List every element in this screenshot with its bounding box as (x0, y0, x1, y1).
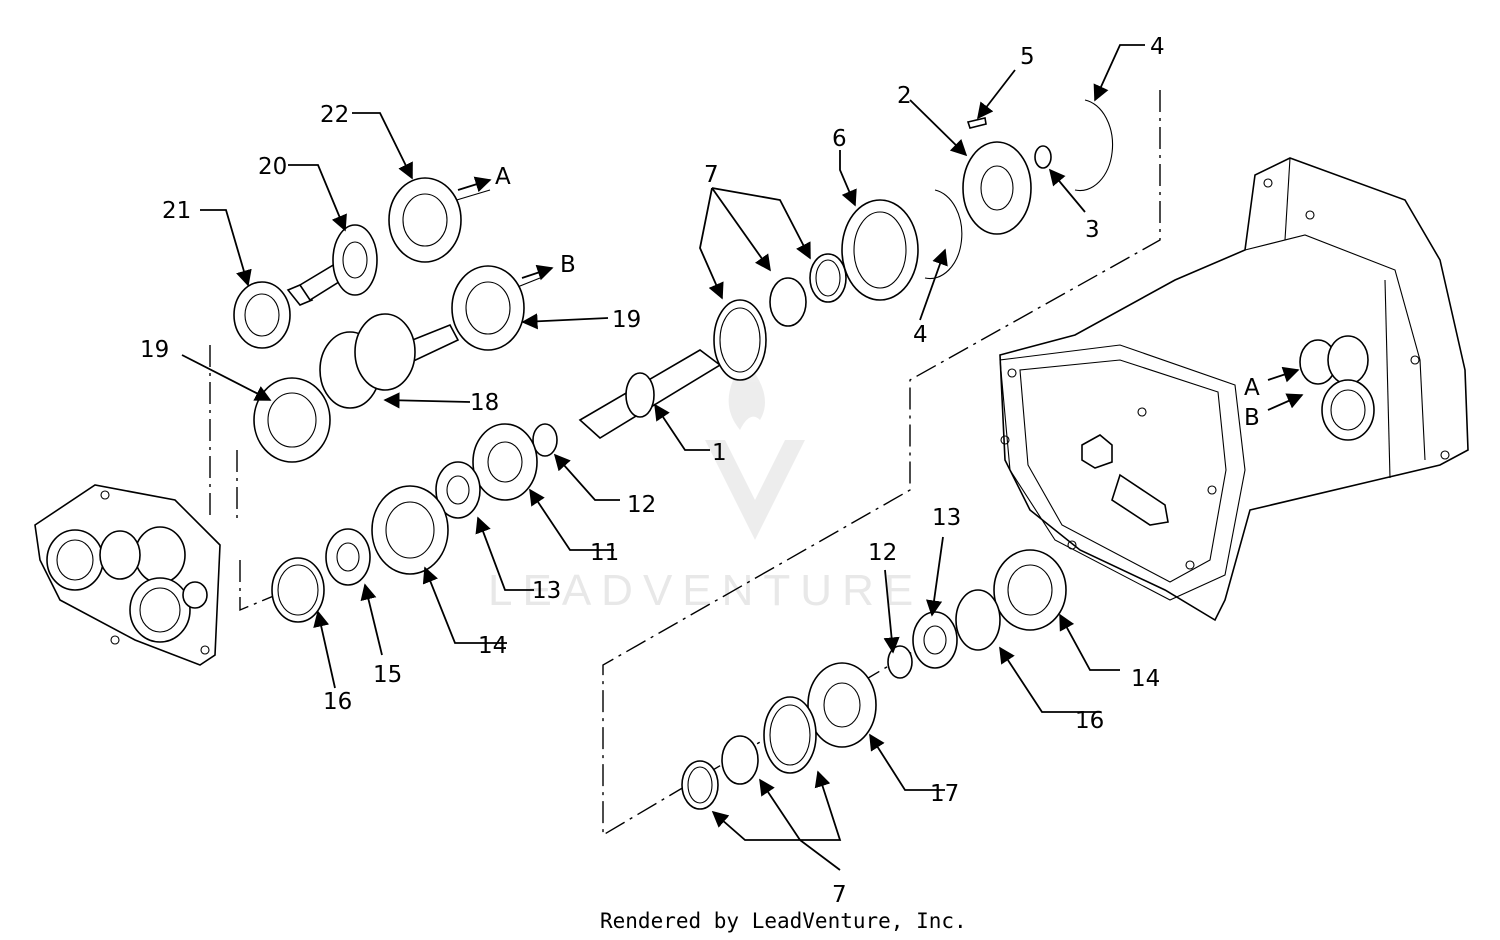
callout-12-lower: 12 (868, 540, 897, 566)
footer-credit: Rendered by LeadVenture, Inc. (600, 909, 967, 933)
callout-16-left: 16 (323, 689, 352, 715)
callout-7-top: 7 (704, 162, 719, 188)
callout-16-right: 16 (1075, 708, 1104, 734)
gearbox-cover (34, 484, 221, 666)
reference-letters: A B A B (495, 164, 1260, 431)
callout-13-right: 13 (932, 505, 961, 531)
callout-22: 22 (320, 102, 349, 128)
callout-2: 2 (897, 83, 912, 109)
callout-19-left: 19 (140, 337, 169, 363)
callout-17: 17 (930, 781, 959, 807)
callout-19-right: 19 (612, 307, 641, 333)
callout-11: 11 (590, 540, 619, 566)
watermark: LEADVENTURE (488, 360, 923, 615)
callout-4-lower: 4 (913, 322, 928, 348)
callout-15: 15 (373, 662, 402, 688)
callout-20: 20 (258, 154, 287, 180)
callout-14-left: 14 (478, 633, 507, 659)
callout-18: 18 (470, 390, 499, 416)
ref-b-housing: B (1244, 405, 1260, 431)
callout-13-left: 13 (532, 578, 561, 604)
callout-14-right: 14 (1131, 666, 1160, 692)
ref-a-shaft: A (495, 164, 511, 190)
ref-b-shaft: B (560, 252, 576, 278)
lower-gear-assembly (681, 549, 1067, 810)
callout-5: 5 (1020, 44, 1035, 70)
transmission-housing (999, 157, 1469, 622)
callout-4-top: 4 (1150, 34, 1165, 60)
callout-1: 1 (712, 440, 727, 466)
callout-21: 21 (162, 198, 191, 224)
callout-3: 3 (1085, 217, 1100, 243)
watermark-text: LEADVENTURE (488, 566, 923, 615)
callout-7-bottom: 7 (832, 882, 847, 908)
callout-12-upper: 12 (627, 492, 656, 518)
upper-shaft-assembly (233, 177, 525, 463)
callout-6: 6 (832, 126, 847, 152)
leader-lines (181, 44, 1304, 871)
main-shaft-assembly (271, 99, 1114, 623)
callout-labels: 1 2 3 4 4 5 6 7 7 11 12 12 13 13 14 14 1… (140, 34, 1165, 908)
ref-a-housing: A (1244, 375, 1260, 401)
